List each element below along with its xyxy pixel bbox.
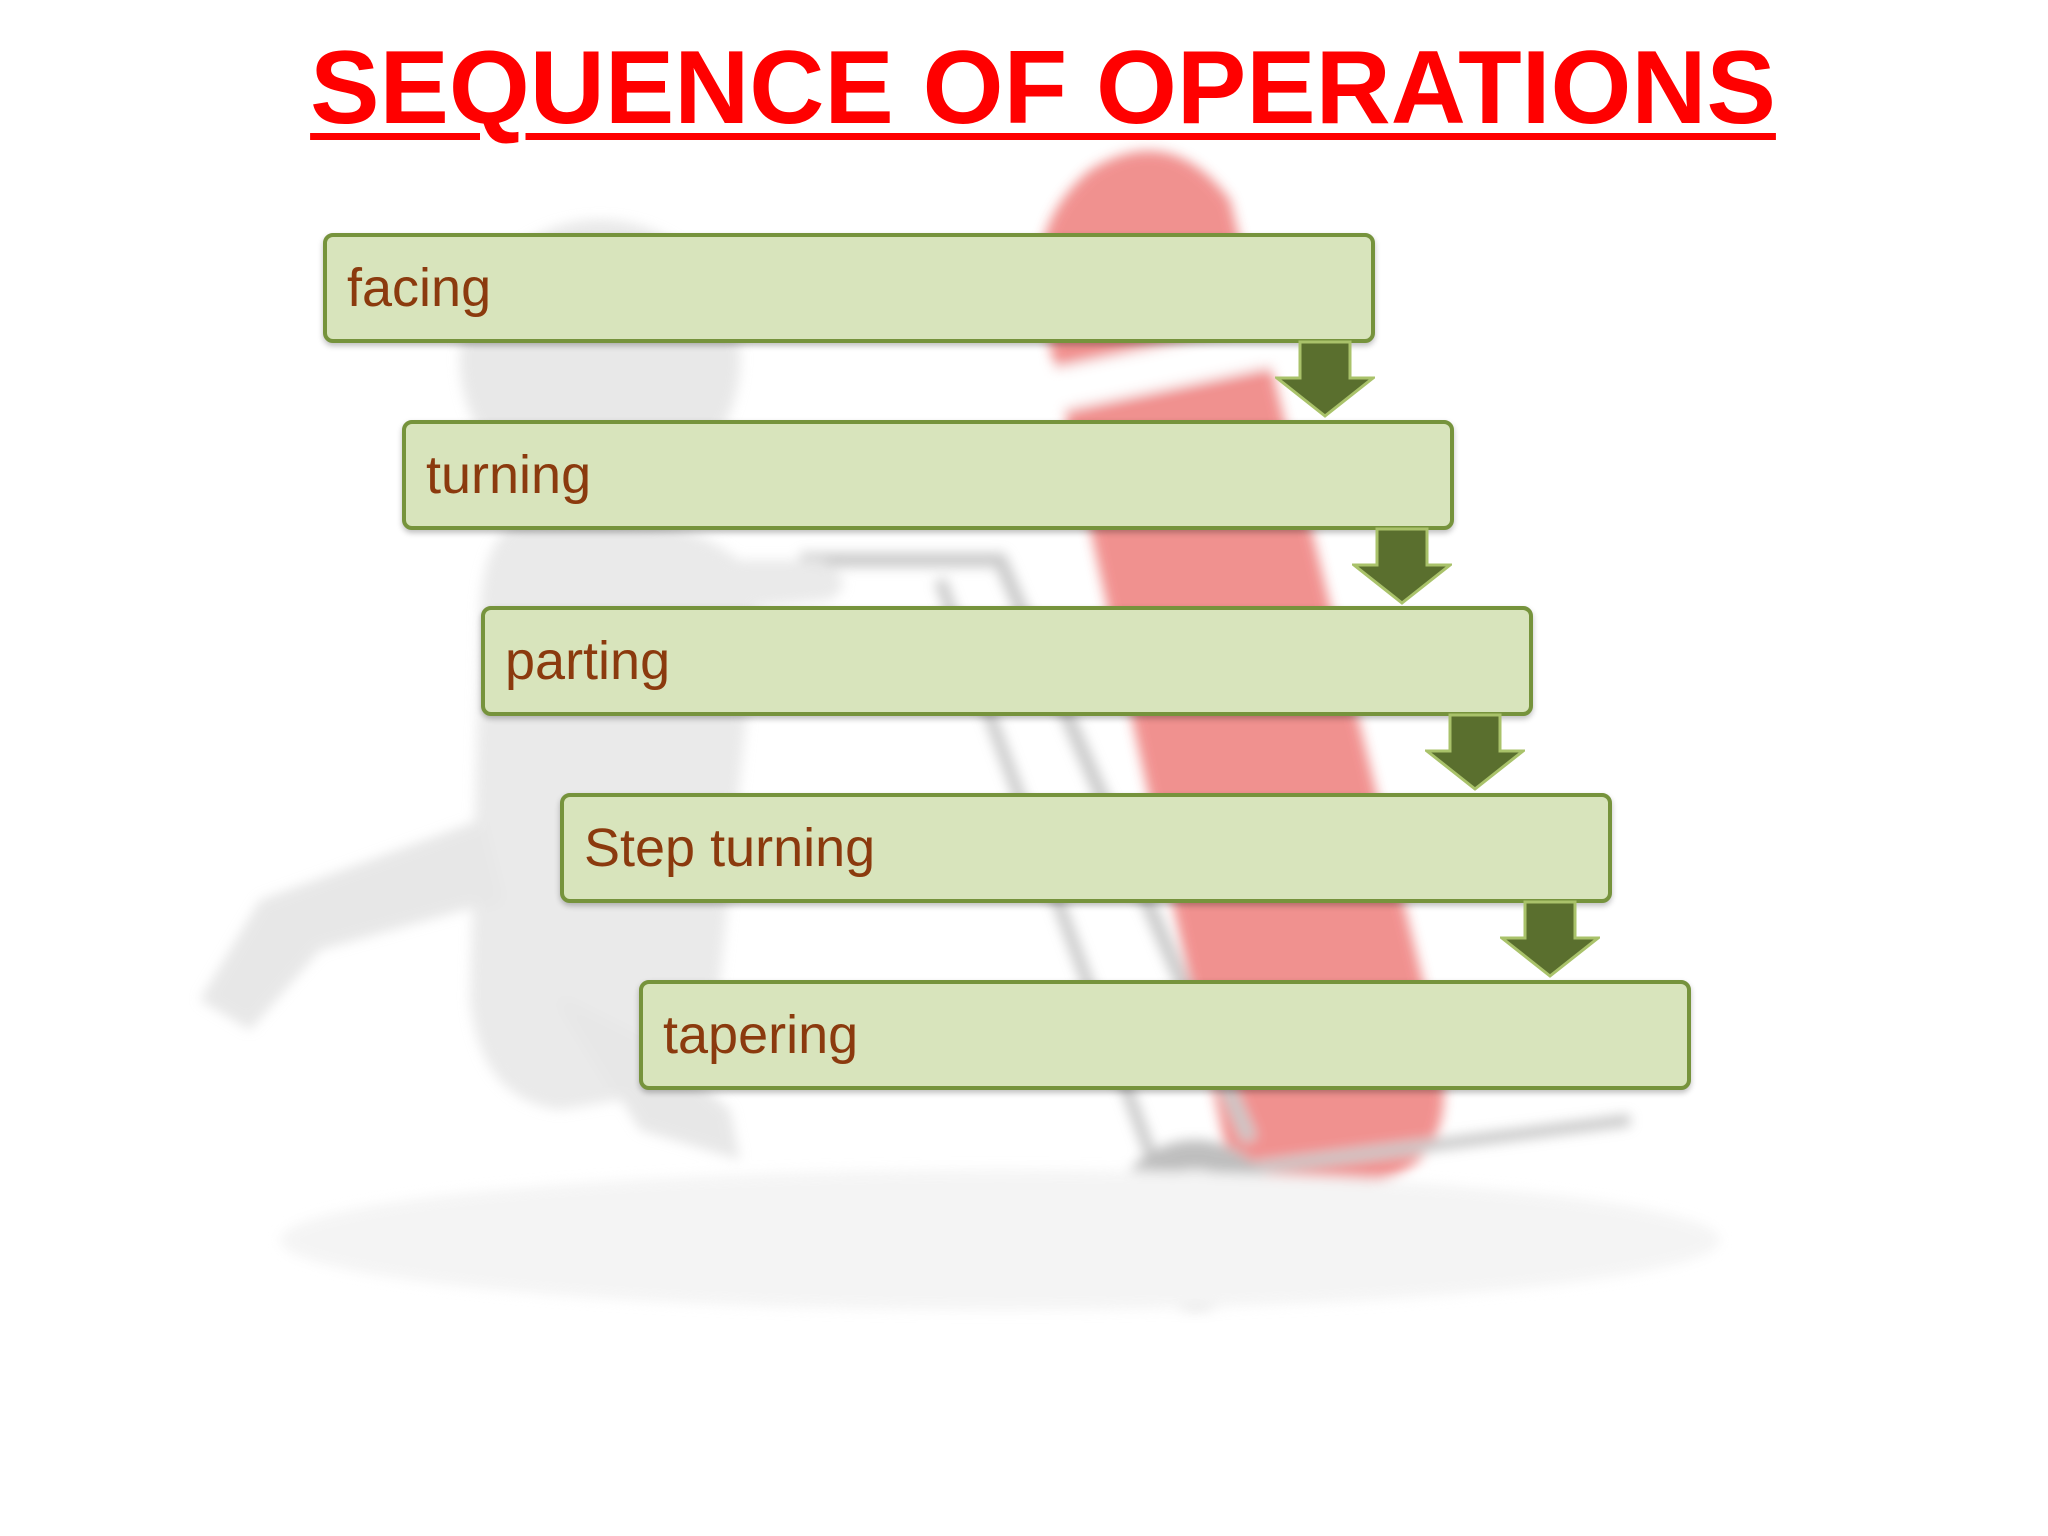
down-arrow-icon (1352, 527, 1452, 605)
down-arrow-icon (1275, 340, 1375, 418)
down-arrow-icon (1425, 713, 1525, 791)
page-title: SEQUENCE OF OPERATIONS (310, 30, 1776, 146)
step-box-tapering: tapering (639, 980, 1691, 1090)
down-arrow-icon (1500, 900, 1600, 978)
step-box-parting: parting (481, 606, 1533, 716)
step-label: tapering (663, 1005, 859, 1065)
step-label: turning (426, 445, 592, 505)
step-label: parting (505, 631, 671, 691)
step-box-facing: facing (323, 233, 1375, 343)
step-box-step-turning: Step turning (560, 793, 1612, 903)
step-label: Step turning (584, 818, 876, 878)
step-label: facing (347, 258, 492, 318)
step-box-turning: turning (402, 420, 1454, 530)
